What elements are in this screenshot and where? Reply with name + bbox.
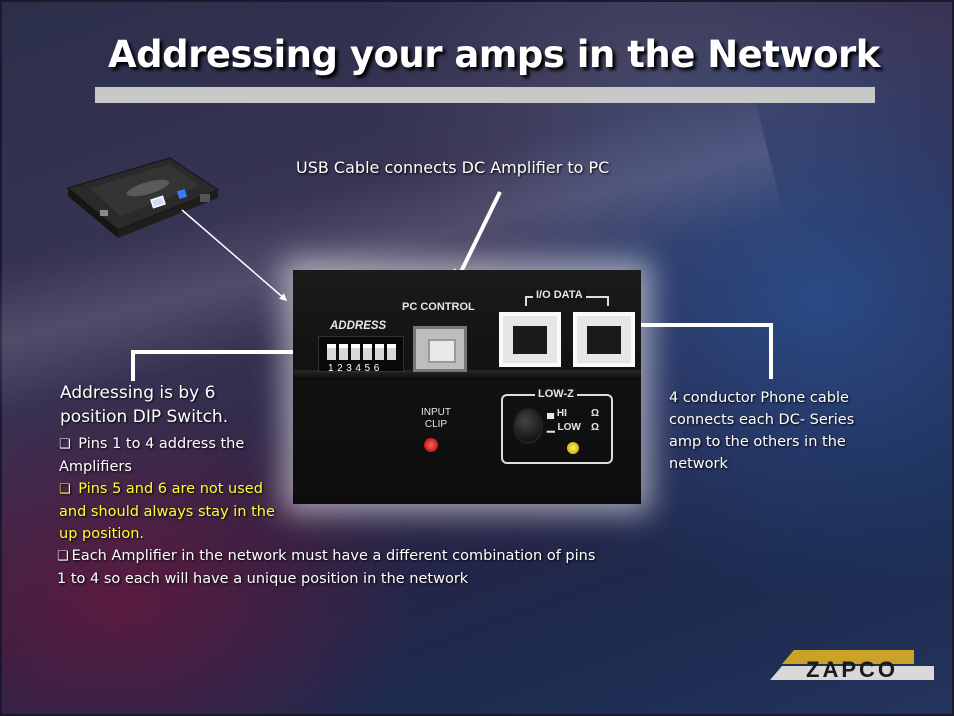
dip-switch-numbers: 1 2 3 4 5 6 xyxy=(328,363,380,374)
amplifier-panel-photo: ADDRESS PC CONTROL I/O DATA 1 2 3 4 5 6 … xyxy=(293,270,641,504)
bullet-pins-1-4-text: Pins 1 to 4 address the Amplifiers xyxy=(59,436,245,475)
input-clip-label: INPUT CLIP xyxy=(421,407,451,430)
input-clip-led xyxy=(424,438,438,452)
lowz-panel: LOW-Z ▄ HI Ω ▁ LOW Ω xyxy=(501,388,613,464)
hi-ohm-symbol: Ω xyxy=(591,408,600,419)
pc-control-label: PC CONTROL xyxy=(402,301,475,313)
low-label: LOW xyxy=(557,422,581,433)
usb-cable-caption: USB Cable connects DC Amplifier to PC xyxy=(296,158,610,177)
bullet-pins-1-4: ❑ Pins 1 to 4 address the Amplifiers xyxy=(59,433,289,478)
bullet-pins-5-6: ❑ Pins 5 and 6 are not used and should a… xyxy=(59,478,289,545)
dip-switch-3 xyxy=(351,344,360,360)
low-ohm-symbol: Ω xyxy=(591,422,600,433)
slide-title: Addressing your amps in the Network xyxy=(108,33,880,76)
arrow-amp-to-closeup xyxy=(181,209,288,301)
bullet-box-icon: ❑ xyxy=(57,549,69,564)
dip-switch-6 xyxy=(387,344,396,360)
arrow-dip xyxy=(131,344,309,381)
hi-indicator: ▄ HI xyxy=(547,408,567,419)
usb-port xyxy=(413,326,467,372)
title-underline xyxy=(95,87,875,103)
bullet-network: ❑Each Amplifier in the network must have… xyxy=(57,545,597,590)
rj-jack-2 xyxy=(573,312,635,367)
dip-switch-4 xyxy=(363,344,372,360)
bullet-box-icon: ❑ xyxy=(59,437,71,452)
phone-cable-caption: 4 conductor Phone cable connects each DC… xyxy=(669,390,855,472)
low-indicator: ▁ LOW xyxy=(547,422,581,433)
lowz-switch-knob xyxy=(513,408,543,444)
rj-jack-1 xyxy=(499,312,561,367)
arrow-usb xyxy=(453,191,502,287)
address-label: ADDRESS xyxy=(330,320,387,332)
panel-seam xyxy=(293,370,641,380)
bullet-network-text: Each Amplifier in the network must have … xyxy=(57,548,596,587)
arrow-phone xyxy=(623,317,773,379)
io-data-label: I/O DATA xyxy=(533,289,586,301)
addressing-heading: Addressing is by 6 position DIP Switch. xyxy=(60,383,229,427)
lowz-label: LOW-Z xyxy=(535,388,577,400)
dip-switch-2 xyxy=(339,344,348,360)
zapco-logo: ZAPCO xyxy=(770,650,934,682)
dip-switch-5 xyxy=(375,344,384,360)
lowz-led xyxy=(567,442,579,454)
amplifier-photo xyxy=(66,157,220,238)
hi-label: HI xyxy=(556,408,567,419)
logo-text: ZAPCO xyxy=(806,657,898,682)
dip-switch-1 xyxy=(327,344,336,360)
bullet-box-icon: ❑ xyxy=(59,482,71,497)
dip-switch xyxy=(318,336,404,372)
bullet-pins-5-6-text: Pins 5 and 6 are not used and should alw… xyxy=(59,481,275,542)
